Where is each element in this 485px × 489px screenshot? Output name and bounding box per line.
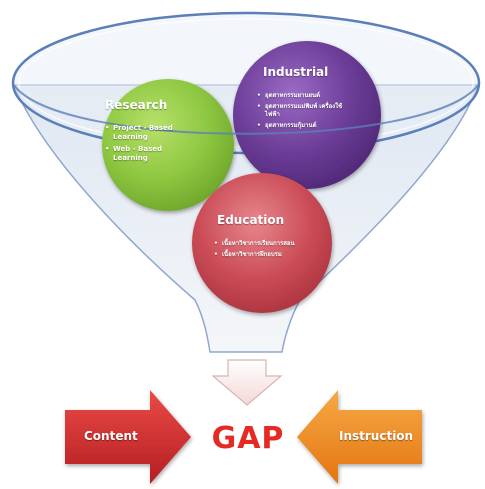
- list-item: เนื้อหาวิชาการฝึกอบรม: [214, 251, 324, 259]
- industrial-title: Industrial: [263, 65, 329, 79]
- instruction-arrow: [297, 390, 422, 484]
- instruction-label: Instruction: [339, 429, 414, 443]
- education-list: เนื้อหาวิชาการเรียนการสอน เนื้อหาวิชาการ…: [214, 240, 324, 262]
- list-item: เนื้อหาวิชาการเรียนการสอน: [214, 240, 324, 248]
- gap-label: GAP: [211, 421, 285, 456]
- list-item: Project - Based Learning: [105, 124, 187, 142]
- list-item: อุตสาหกรรมกุ้มานต์: [257, 122, 347, 130]
- education-title: Education: [217, 213, 285, 227]
- research-title: Research: [105, 98, 168, 112]
- content-label: Content: [84, 429, 138, 443]
- list-item: อุตสาหกรรมยานยนต์: [257, 92, 347, 100]
- list-item: Web - Based Learning: [105, 145, 187, 163]
- research-list: Project - Based Learning Web - Based Lea…: [105, 124, 187, 166]
- industrial-list: อุตสาหกรรมยานยนต์ อุตสาหกรรมแม่พิมพ์ เคร…: [257, 92, 347, 133]
- content-arrow: [65, 390, 191, 484]
- list-item: อุตสาหกรรมแม่พิมพ์ เครื่องใช้ไฟฟ้า: [257, 103, 347, 119]
- down-arrow: [211, 359, 283, 406]
